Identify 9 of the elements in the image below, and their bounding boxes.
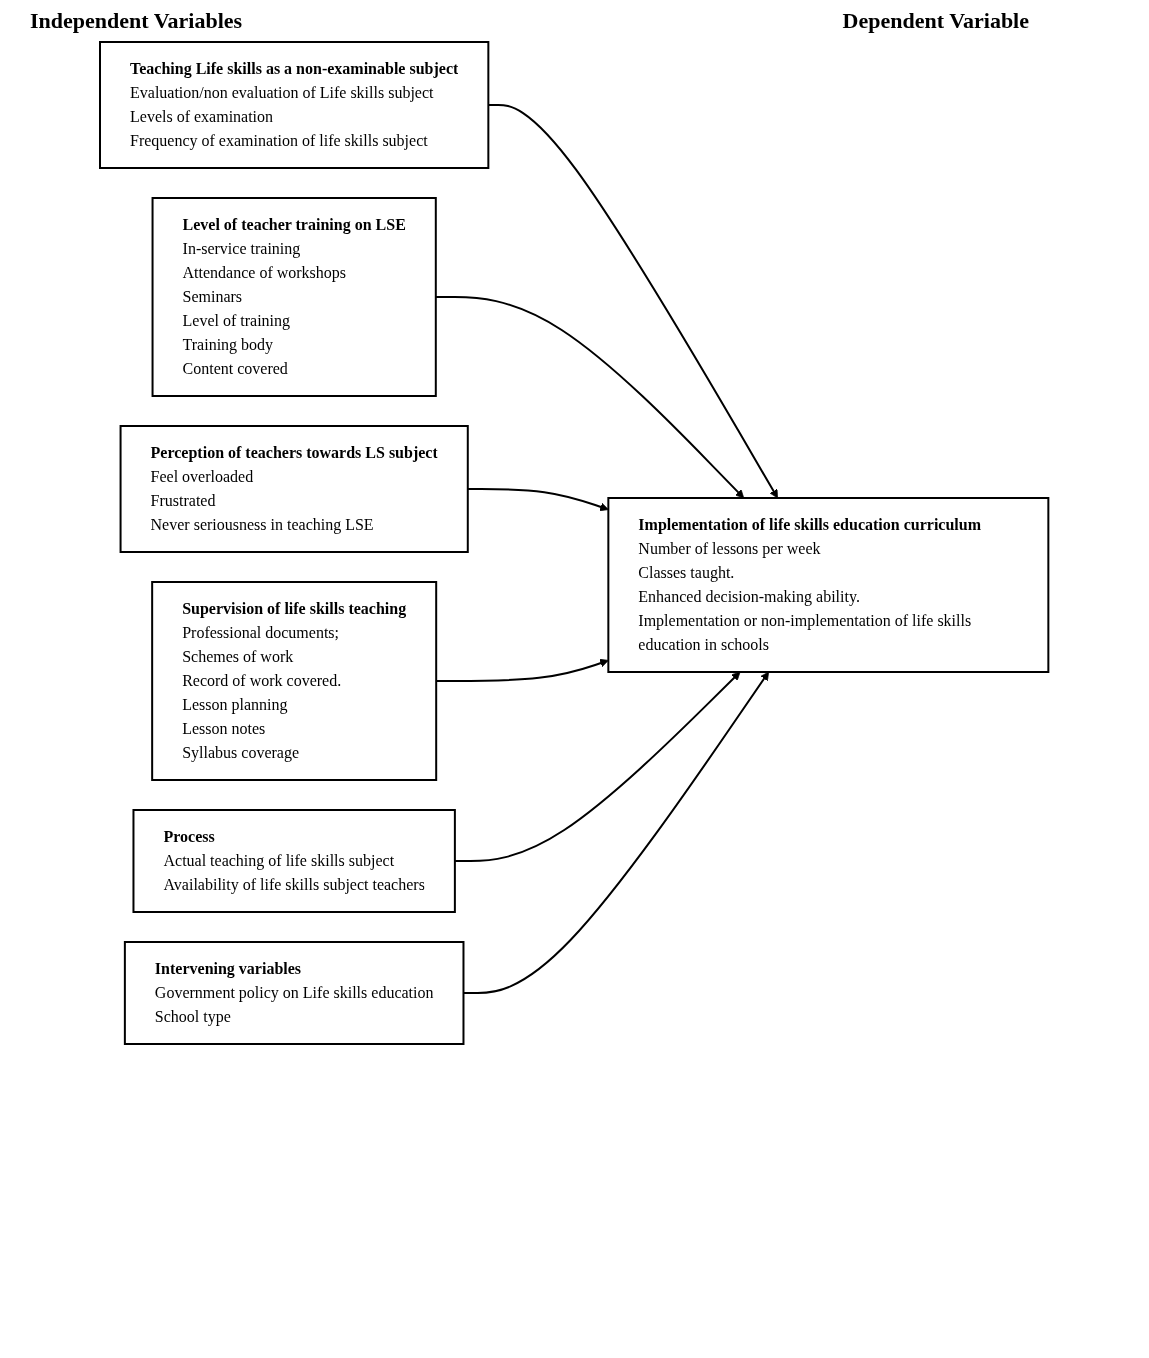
node-box: Process Actual teaching of life skills subject Availability of life skills subject teachers: [132, 809, 457, 913]
node-box: Supervision of life skills teaching Professional documents; Schemes of work Record of work covered. Lesson planning Lesson notes Syllabus coverage: [151, 581, 438, 781]
node-box: Implementation of life skills education curriculum Number of lessons per week Classes taught. Enhanced decision-making ability. Implementation or non-implementation of life skills education in schools: [607, 497, 1050, 673]
node-box: Perception of teachers towards LS subject Feel overloaded Frustrated Never seriousness in teaching LSE: [119, 425, 470, 553]
node-box: Teaching Life skills as a non-examinable subject Evaluation/non evaluation of Life skills subject Levels of examination Frequency of examination of life skills subject: [99, 41, 490, 169]
column-heading: Independent Variables: [30, 8, 243, 34]
node-box: Level of teacher training on LSE In-service training Attendance of workshops Seminars Level of training Training body Content covered: [151, 197, 438, 397]
column-heading: Dependent Variable: [842, 8, 1029, 34]
node-box: Intervening variables Government policy on Life skills education School type: [124, 941, 465, 1045]
